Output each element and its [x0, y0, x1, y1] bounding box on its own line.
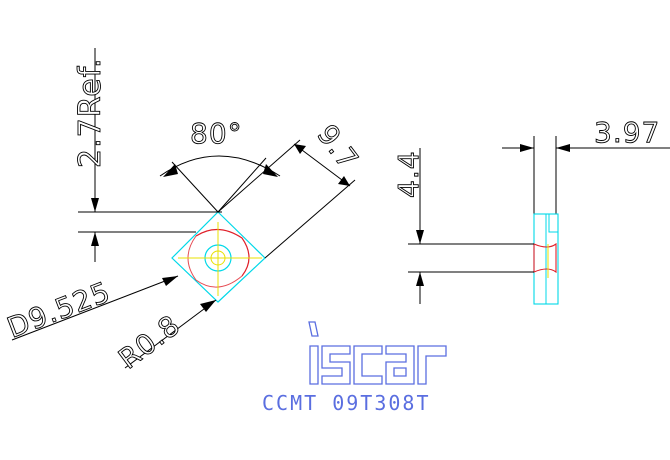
part-code: CCMT 09T308T — [262, 391, 431, 415]
dim-thickness-label: 3.97 — [594, 116, 660, 149]
iscar-logo: iscar — [308, 321, 447, 385]
dim-hole-dia-label: D9.525 — [3, 275, 115, 344]
side-hole-profile — [533, 242, 557, 274]
insert-outline — [171, 211, 266, 303]
insert-top-view — [171, 211, 266, 303]
dim-side-label: 9.7 — [310, 118, 365, 176]
dim-angle-label: 80° — [190, 117, 243, 150]
dim-ref-label: 2.7Ref. — [73, 57, 108, 168]
dim-ref: 2.7Ref. — [73, 48, 222, 262]
dim-height-label: 4.4 — [392, 150, 425, 198]
dim-angle: 80° — [159, 117, 281, 213]
cutting-edge — [195, 228, 250, 277]
dim-radius: R0.8 — [112, 299, 217, 376]
dim-radius-label: R0.8 — [112, 308, 186, 375]
insert-side-view: 4.4 3.97 — [392, 116, 670, 305]
cutting-edge-lower — [187, 235, 243, 288]
